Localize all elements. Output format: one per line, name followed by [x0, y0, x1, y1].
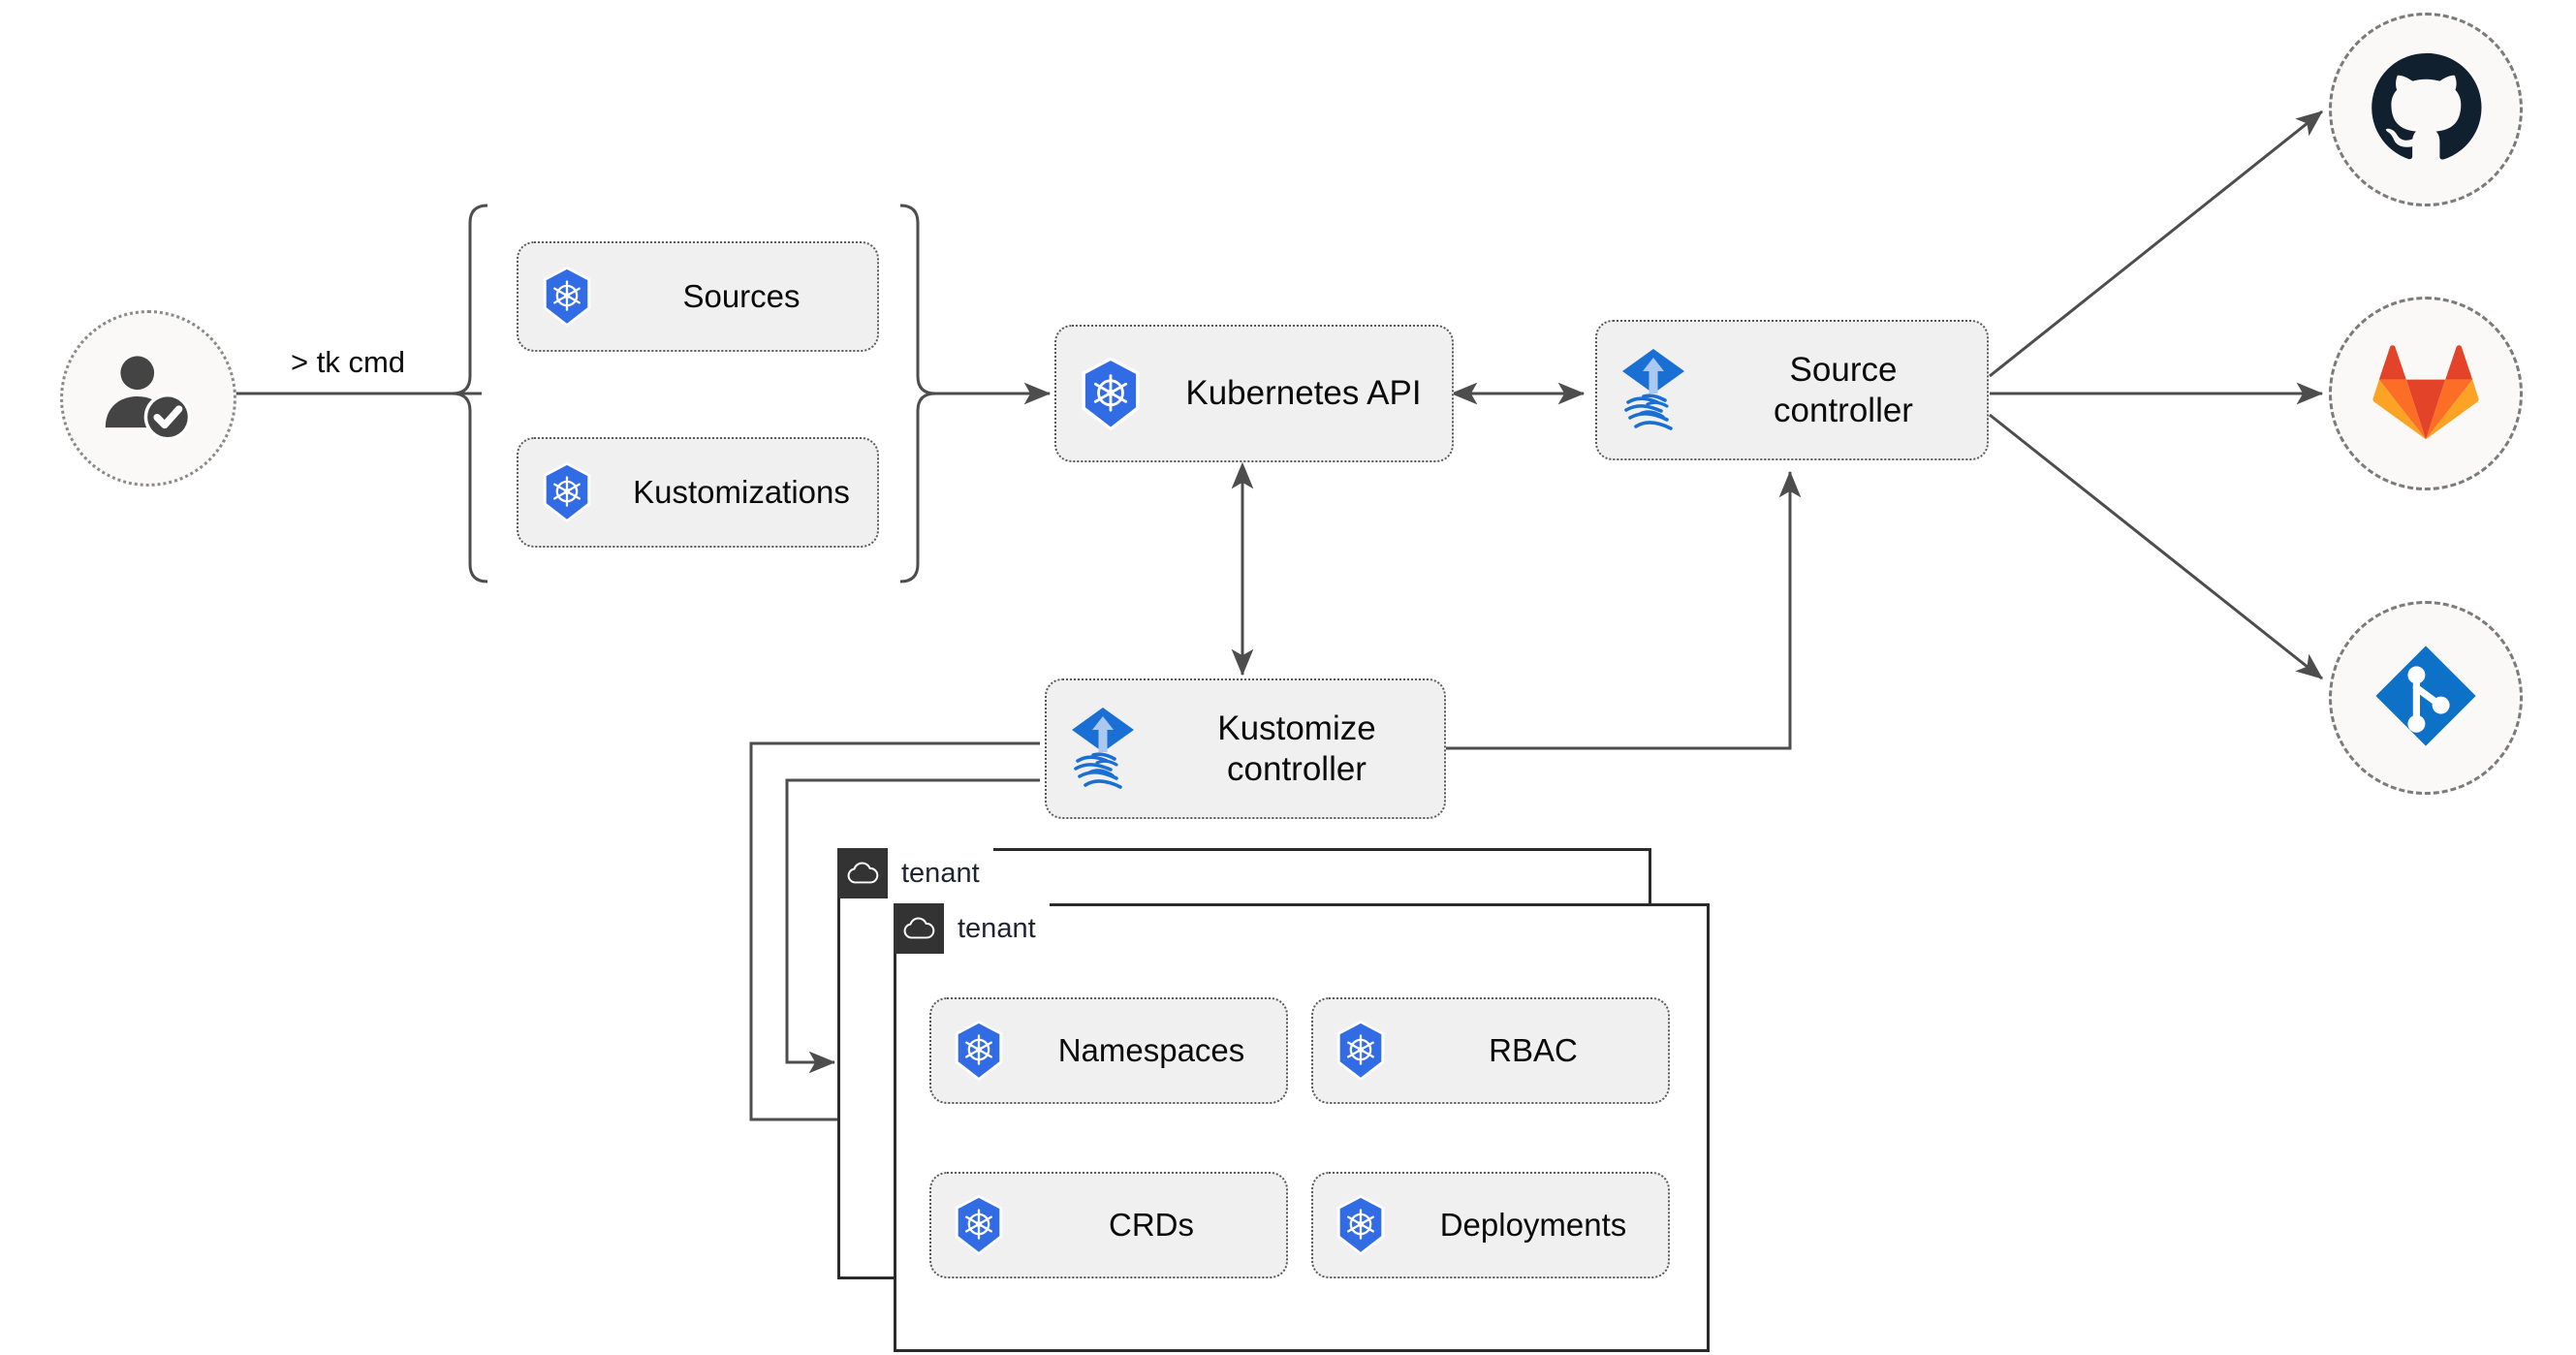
tenant-label-front: tenant [944, 903, 1050, 954]
cloud-icon [894, 903, 944, 954]
kubernetes-icon [1313, 1019, 1408, 1083]
node-rbac[interactable]: RBAC [1311, 997, 1670, 1104]
node-source-controller-label: Source controller [1774, 351, 1913, 429]
node-kubernetes-api[interactable]: Kubernetes API [1054, 325, 1454, 462]
github-icon [2369, 50, 2483, 170]
node-source-controller[interactable]: Source controller [1595, 320, 1989, 460]
node-rbac-label: RBAC [1489, 1031, 1578, 1068]
command-label: > tk cmd [291, 345, 406, 379]
provider-gitlab[interactable] [2329, 297, 2523, 490]
tenant-panel-front[interactable]: tenant Namespaces [894, 903, 1710, 1352]
wire-kustomize-to-source [1446, 470, 1802, 750]
node-sources-label: Sources [682, 277, 801, 314]
kubernetes-icon [931, 1019, 1026, 1083]
provider-git[interactable] [2329, 601, 2523, 795]
brace-right [899, 204, 936, 583]
node-namespaces-label: Namespaces [1057, 1031, 1245, 1068]
wire-source-to-github [1989, 110, 2323, 378]
node-crds[interactable]: CRDs [929, 1172, 1288, 1278]
tenant-label-back: tenant [888, 848, 993, 898]
node-deployments-label: Deployments [1439, 1206, 1627, 1243]
gitlab-icon [2372, 339, 2480, 449]
node-sources[interactable]: Sources [517, 241, 879, 352]
kubernetes-icon [1056, 355, 1165, 433]
node-kustomize-controller-label: Kustomize controller [1217, 709, 1376, 788]
node-crds-label: CRDs [1109, 1206, 1194, 1243]
node-namespaces[interactable]: Namespaces [929, 997, 1288, 1104]
git-icon [2368, 638, 2484, 759]
flux-icon [1047, 705, 1159, 794]
kubernetes-icon [1313, 1193, 1408, 1257]
node-deployments[interactable]: Deployments [1311, 1172, 1670, 1278]
provider-github[interactable] [2329, 13, 2523, 206]
user-check-icon [98, 346, 199, 452]
node-kustomizations-label: Kustomizations [633, 473, 850, 510]
actor-user[interactable] [60, 310, 236, 487]
node-kustomize-controller[interactable]: Kustomize controller [1045, 678, 1446, 819]
tenant-header-back: tenant [837, 848, 993, 898]
node-kubernetes-api-label: Kubernetes API [1185, 374, 1422, 413]
flux-icon [1597, 346, 1710, 435]
kubernetes-icon [518, 265, 615, 329]
cloud-icon [837, 848, 888, 898]
wire-source-to-git [1989, 413, 2323, 680]
kubernetes-icon [931, 1193, 1026, 1257]
kubernetes-icon [518, 460, 615, 524]
brace-left [452, 204, 488, 583]
node-kustomizations[interactable]: Kustomizations [517, 437, 879, 548]
tenant-header-front: tenant [894, 903, 1050, 954]
